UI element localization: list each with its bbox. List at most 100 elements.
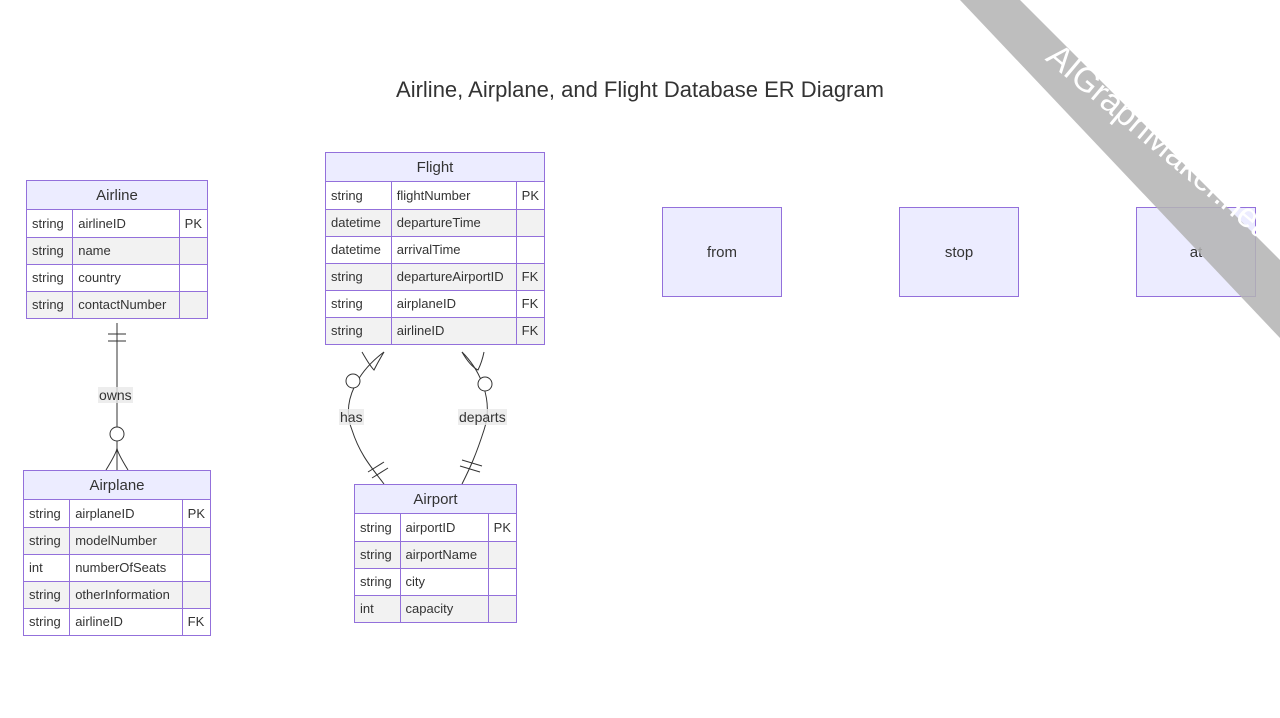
attribute-name: otherInformation <box>69 580 183 609</box>
attribute-row: string otherInformation <box>24 580 210 609</box>
attribute-type: string <box>27 210 74 238</box>
attribute-name: airlineID <box>390 316 517 344</box>
edge-departs-zero-mark <box>477 376 493 392</box>
attribute-type: string <box>326 182 392 210</box>
attribute-name: departureTime <box>390 208 517 237</box>
attribute-type: string <box>24 580 71 609</box>
attribute-row: string airportName <box>355 540 516 569</box>
attribute-name: name <box>72 236 180 265</box>
entity-from[interactable]: from <box>662 207 782 297</box>
attribute-row: string name <box>27 236 207 265</box>
entity-stop[interactable]: stop <box>899 207 1019 297</box>
attribute-row: string contactNumber <box>27 290 207 318</box>
entity-flight-header: Flight <box>326 153 544 182</box>
attribute-key: FK <box>515 316 544 344</box>
entity-flight[interactable]: Flight string flightNumber PK datetime d… <box>325 152 545 345</box>
relationship-label-owns: owns <box>98 387 133 403</box>
edge-departs-one-mark-1 <box>459 465 481 473</box>
attribute-row: string city <box>355 567 516 596</box>
attribute-type: string <box>326 316 392 344</box>
attribute-row: int capacity <box>355 594 516 622</box>
attribute-type: string <box>27 236 74 265</box>
attribute-name: city <box>399 567 489 596</box>
attribute-key <box>515 235 544 264</box>
attribute-type: string <box>355 567 401 596</box>
attribute-key <box>487 567 516 596</box>
entity-stop-label: stop <box>944 243 974 261</box>
attribute-row: string airlineID PK <box>27 210 207 238</box>
entity-airport[interactable]: Airport string airportID PK string airpo… <box>354 484 517 623</box>
attribute-name: numberOfSeats <box>69 553 183 582</box>
attribute-type: string <box>355 514 401 542</box>
attribute-row: string departureAirportID FK <box>326 262 544 291</box>
attribute-row: string airplaneID FK <box>326 289 544 318</box>
attribute-type: string <box>24 526 71 555</box>
attribute-name: airportName <box>399 540 489 569</box>
attribute-row: datetime arrivalTime <box>326 235 544 264</box>
attribute-key <box>181 526 210 555</box>
attribute-type: string <box>326 289 392 318</box>
attribute-key: PK <box>178 210 207 238</box>
attribute-name: country <box>72 263 180 292</box>
attribute-name: airportID <box>399 514 489 542</box>
attribute-name: capacity <box>399 594 489 622</box>
attribute-type: datetime <box>326 208 392 237</box>
attribute-name: departureAirportID <box>390 262 517 291</box>
attribute-row: string airlineID FK <box>326 316 544 344</box>
attribute-key: PK <box>487 514 516 542</box>
attribute-key: FK <box>181 607 210 635</box>
attribute-key <box>487 594 516 622</box>
attribute-row: string modelNumber <box>24 526 210 555</box>
entity-airplane-header: Airplane <box>24 471 210 500</box>
entity-airport-attributes: string airportID PK string airportName s… <box>355 514 516 622</box>
attribute-name: flightNumber <box>390 182 517 210</box>
attribute-key <box>515 208 544 237</box>
diagram-title: Airline, Airplane, and Flight Database E… <box>396 77 884 102</box>
attribute-type: string <box>27 263 74 292</box>
edge-has <box>347 351 385 485</box>
attribute-name: airplaneID <box>69 500 183 528</box>
attribute-key <box>178 236 207 265</box>
attribute-type: int <box>355 594 401 622</box>
attribute-key: PK <box>181 500 210 528</box>
entity-flight-attributes: string flightNumber PK datetime departur… <box>326 182 544 344</box>
entity-at-label: at <box>1189 243 1203 261</box>
attribute-type: string <box>24 607 71 635</box>
attribute-name: contactNumber <box>72 290 180 318</box>
attribute-name: modelNumber <box>69 526 183 555</box>
attribute-type: string <box>326 262 392 291</box>
edge-has-crow-foot <box>361 351 385 371</box>
entity-at[interactable]: at <box>1136 207 1256 297</box>
edge-owns-zero-mark <box>109 426 125 442</box>
attribute-type: int <box>24 553 71 582</box>
attribute-key: FK <box>515 289 544 318</box>
entity-from-label: from <box>707 243 737 261</box>
attribute-name: arrivalTime <box>390 235 517 264</box>
edge-owns-crow-foot <box>105 447 129 471</box>
attribute-name: airlineID <box>69 607 183 635</box>
edge-has-zero-mark <box>345 373 361 389</box>
edge-has-one-mark-2 <box>371 467 389 479</box>
attribute-key <box>181 553 210 582</box>
entity-airplane[interactable]: Airplane string airplaneID PK string mod… <box>23 470 211 636</box>
relationship-label-departs: departs <box>458 409 507 425</box>
entity-airline[interactable]: Airline string airlineID PK string name … <box>26 180 208 319</box>
attribute-key <box>487 540 516 569</box>
attribute-row: string airplaneID PK <box>24 500 210 528</box>
attribute-row: datetime departureTime <box>326 208 544 237</box>
edge-has-one-mark-1 <box>367 461 385 473</box>
attribute-type: string <box>27 290 74 318</box>
attribute-row: string country <box>27 263 207 292</box>
attribute-name: airlineID <box>72 210 180 238</box>
attribute-key <box>178 263 207 292</box>
attribute-key: PK <box>515 182 544 210</box>
attribute-row: int numberOfSeats <box>24 553 210 582</box>
attribute-type: datetime <box>326 235 392 264</box>
entity-airline-attributes: string airlineID PK string name string c… <box>27 210 207 318</box>
entity-airplane-attributes: string airplaneID PK string modelNumber … <box>24 500 210 635</box>
edge-departs-one-mark-2 <box>461 459 483 467</box>
attribute-row: string airlineID FK <box>24 607 210 635</box>
attribute-type: string <box>24 500 71 528</box>
attribute-type: string <box>355 540 401 569</box>
